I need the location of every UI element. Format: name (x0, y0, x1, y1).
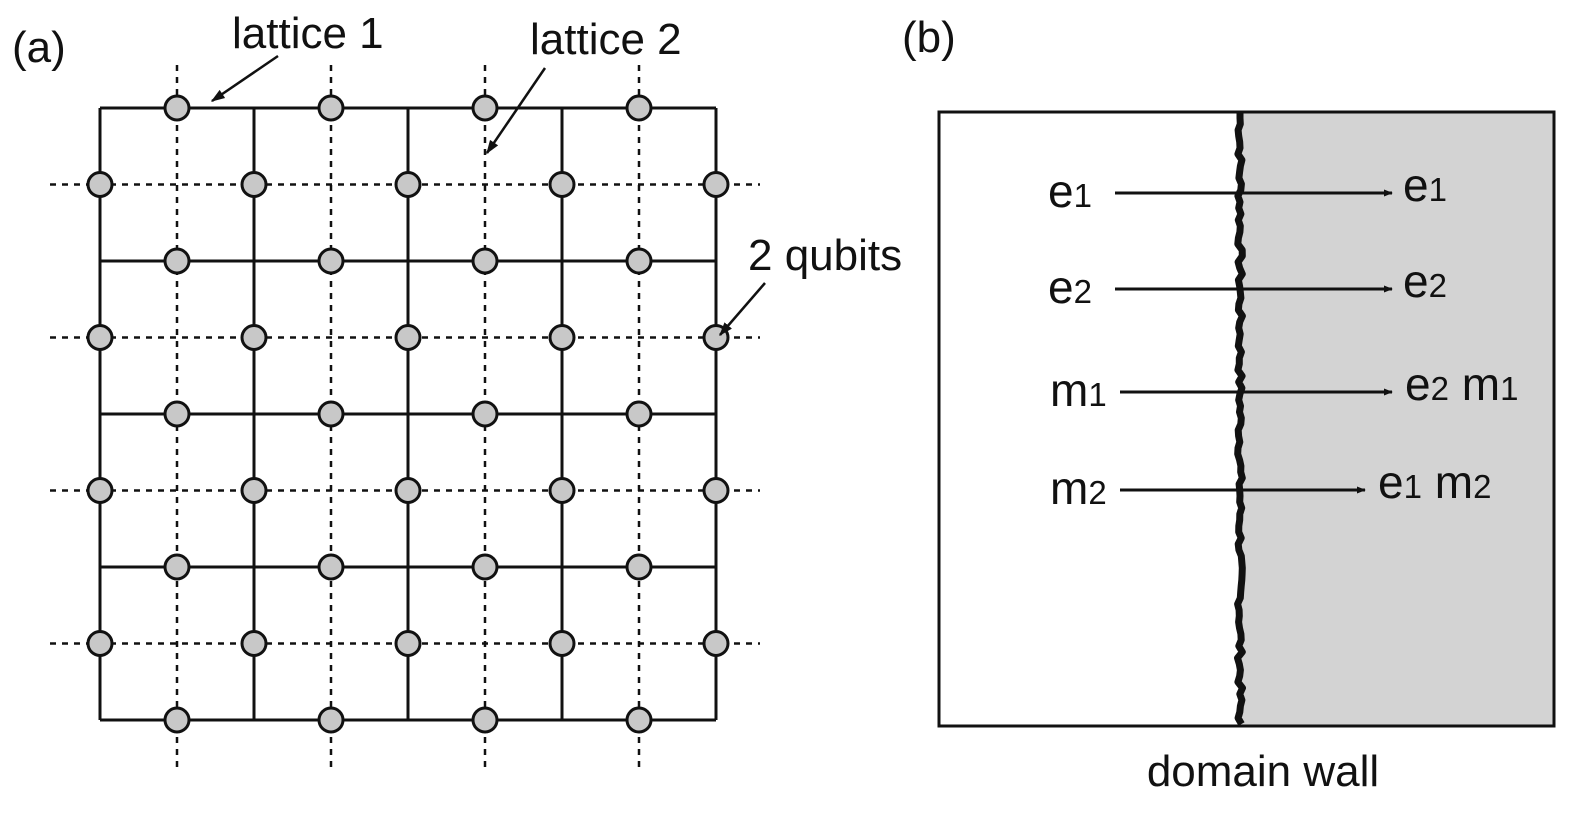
panel-a: (a) lattice 1 lattice 2 2 qubits (12, 9, 902, 772)
qubit-node (163, 706, 191, 734)
qubit-node (317, 247, 345, 275)
panel-a-label: (a) (12, 23, 66, 72)
target-anyon-label: e1 (1403, 159, 1447, 211)
qubit-node (548, 630, 576, 657)
qubit-node (163, 400, 191, 428)
qubit-node (471, 706, 499, 734)
qubit-node (240, 630, 268, 657)
two-qubits-label: 2 qubits (748, 231, 902, 280)
qubit-node (625, 247, 653, 275)
qubit-node (471, 94, 499, 122)
anyon-mappings: e1 e1 e2 e2 m1 e2 m1 m2 e1 m2 (1048, 159, 1518, 514)
qubit-node (548, 324, 576, 351)
qubit-node (548, 171, 576, 198)
target-anyon-label: e2 (1403, 255, 1447, 307)
qubit-node (86, 171, 114, 198)
domain-wall-line (1234, 112, 1246, 726)
qubit-node (317, 553, 345, 581)
source-anyon-label: m1 (1050, 364, 1107, 416)
qubit-node (394, 171, 422, 198)
qubit-node (548, 477, 576, 504)
qubit-node (86, 324, 114, 351)
qubit-node (240, 477, 268, 504)
domain-box (937, 110, 1556, 728)
qubit-node (240, 324, 268, 351)
qubit-node (86, 630, 114, 657)
qubit-node (394, 477, 422, 504)
qubit-node (471, 553, 499, 581)
qubit-node (163, 247, 191, 275)
qubit-node (317, 400, 345, 428)
lattice-2-label: lattice 2 (530, 15, 682, 64)
qubit-node (471, 247, 499, 275)
qubit-node (471, 400, 499, 428)
qubit-node (702, 477, 730, 504)
qubit-node (394, 324, 422, 351)
target-anyon-label: e1 m2 (1378, 456, 1491, 508)
qubit-node (163, 553, 191, 581)
lattice-1-arrow (210, 54, 279, 103)
qubit-node (702, 171, 730, 198)
target-anyon-label: e2 m1 (1405, 358, 1518, 410)
two-qubits-arrow (719, 282, 766, 337)
qubit-lattice (50, 65, 760, 772)
qubit-node (394, 630, 422, 657)
qubit-node (163, 94, 191, 122)
lattice-1-label: lattice 1 (232, 9, 384, 58)
qubit-node (86, 477, 114, 504)
lattice-2-arrow (485, 67, 547, 155)
source-anyon-label: e2 (1048, 261, 1092, 313)
qubit-node (625, 706, 653, 734)
qubit-node (317, 706, 345, 734)
qubit-node (625, 553, 653, 581)
panel-b-label: (b) (902, 13, 956, 62)
domain-wall-caption: domain wall (1147, 747, 1379, 796)
source-anyon-label: e1 (1048, 165, 1092, 217)
right-domain-region (1241, 112, 1554, 726)
source-anyon-label: m2 (1050, 462, 1107, 514)
qubit-node (625, 94, 653, 122)
qubit-node (317, 94, 345, 122)
qubit-node (240, 171, 268, 198)
panel-b: (b) e1 e1 e2 e2 m1 e2 m1 m2 e1 m2 domain wall (902, 13, 1556, 796)
qubit-node (625, 400, 653, 428)
qubit-node (702, 630, 730, 657)
